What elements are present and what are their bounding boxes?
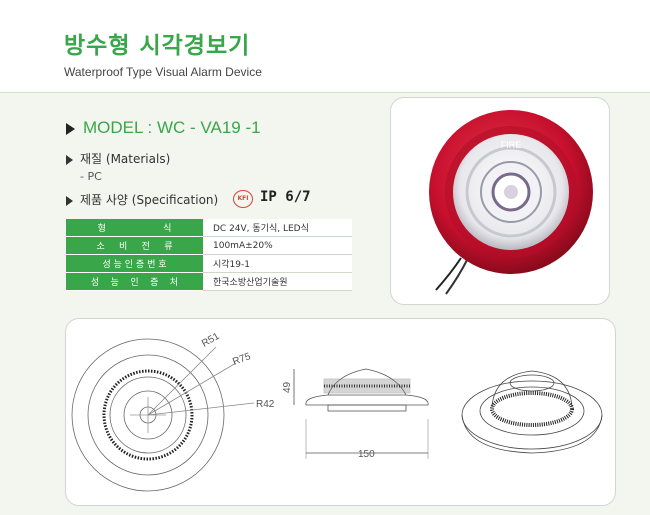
alarm-device-icon: FIRE: [429, 110, 593, 295]
kfi-logo-icon: KFI: [233, 190, 253, 208]
triangle-bullet-icon: [66, 195, 73, 206]
triangle-bullet-icon: [66, 154, 73, 165]
ip-rating: IP 6/7: [260, 189, 311, 205]
product-photo: FIRE: [390, 97, 610, 305]
spec-key: 형 식: [66, 219, 203, 237]
specification-heading-text: 제품 사양 (Specification): [80, 193, 219, 207]
materials-heading-text: 재질 (Materials): [80, 152, 171, 166]
spec-value: DC 24V, 동기식, LED식: [203, 219, 352, 237]
dim-width: 150: [358, 449, 375, 460]
dim-r42: R42: [256, 399, 275, 410]
table-row: 성 능 인 증 처 한국소방산업기술원: [66, 272, 352, 291]
dim-height: 49: [282, 381, 293, 393]
triangle-bullet-icon: [66, 122, 75, 135]
perspective-view: [461, 370, 603, 454]
page-title: 방수형 시각경보기: [64, 33, 251, 59]
side-view: [293, 368, 429, 459]
table-row: 소 비 전 류 100mA±20%: [66, 236, 352, 255]
technical-drawing: R51 R75 R42 49 150: [65, 318, 616, 506]
specification-heading: 제품 사양 (Specification): [66, 191, 218, 208]
table-row: 성 능 인 증 번 호 시각19-1: [66, 254, 352, 273]
model-label: MODEL : WC - VA19 -1: [83, 118, 261, 137]
page-subtitle: Waterproof Type Visual Alarm Device: [64, 65, 262, 79]
front-view: [71, 338, 255, 492]
model-heading: MODEL : WC - VA19 -1: [66, 118, 261, 138]
dim-r51: R51: [200, 331, 222, 350]
table-row: 형 식 DC 24V, 동기식, LED식: [66, 219, 352, 237]
ring-label: FIRE: [501, 140, 522, 150]
dim-r75: R75: [231, 351, 252, 368]
spec-key: 성 능 인 증 처: [66, 272, 203, 291]
spec-key: 성 능 인 증 번 호: [66, 254, 203, 273]
divider: [0, 92, 650, 93]
header: 방수형 시각경보기 Waterproof Type Visual Alarm D…: [0, 0, 650, 92]
materials-value: - PC: [80, 170, 102, 183]
materials-heading: 재질 (Materials): [66, 150, 170, 167]
spec-value: 100mA±20%: [203, 236, 352, 255]
spec-key: 소 비 전 류: [66, 236, 203, 255]
spec-table: 형 식 DC 24V, 동기식, LED식 소 비 전 류 100mA±20% …: [66, 219, 352, 291]
spec-value: 시각19-1: [203, 254, 352, 273]
spec-value: 한국소방산업기술원: [203, 272, 352, 291]
drawing-svg: R51 R75 R42 49 150: [71, 331, 603, 492]
